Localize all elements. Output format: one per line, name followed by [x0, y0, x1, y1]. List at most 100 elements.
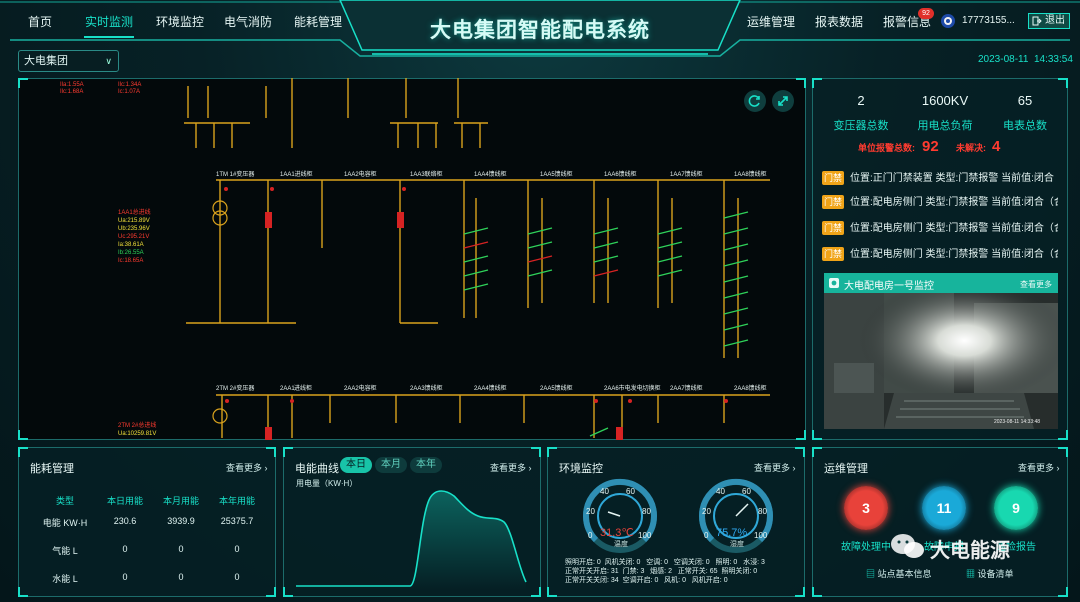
alarm-item[interactable]: 门禁位置:配电房侧门 类型:门禁报警 当前值:闭合（合...	[822, 219, 1058, 237]
user-phone: 17773155...	[962, 15, 1015, 26]
svg-text:80: 80	[642, 507, 651, 516]
env-status-line: 正常开关开启: 31 门禁: 3 烟感: 2 正常开关: 65 照明关闭: 0	[565, 568, 758, 575]
energy-header-year: 本年用能	[218, 496, 255, 506]
energy-more-link[interactable]: 查看更多 ›	[226, 463, 268, 473]
reading-ib: Ib:26.55A	[118, 250, 144, 256]
cabinet-label-2aa2: 2AA2电容柜	[344, 384, 377, 392]
refresh-button[interactable]	[744, 90, 766, 112]
faults-processing-count[interactable]: 3	[844, 486, 888, 530]
fullscreen-button[interactable]	[772, 90, 794, 112]
ops-more-link[interactable]: 查看更多 ›	[1018, 463, 1060, 473]
nav-energy[interactable]: 能耗管理	[294, 15, 343, 29]
environment-title: 环境监控	[559, 463, 603, 475]
datetime: 2023-08-11 14:33:54	[978, 54, 1073, 65]
total-load-label: 用电总负荷	[917, 120, 973, 132]
energy-header-day: 本日用能	[106, 496, 143, 506]
logout-button[interactable]: 退出	[1028, 13, 1070, 29]
reading-top-2: Ilc:1.68A	[60, 89, 83, 95]
camera-icon	[829, 278, 839, 288]
site-info-link[interactable]: ▤ 站点基本信息	[866, 567, 932, 580]
cabinet-label-1aa7: 1AA7馈线柜	[670, 170, 703, 178]
energy-header-type: 类型	[55, 496, 74, 506]
nav-reports[interactable]: 报表数据	[814, 15, 863, 29]
device-list-label: 设备清单	[977, 569, 1014, 579]
document-icon: ▤	[866, 569, 876, 579]
power-curve-line	[296, 490, 527, 587]
temperature-label: 温度	[614, 539, 628, 548]
site-info-label: 站点基本信息	[877, 569, 932, 579]
alarm-text: 位置:配电房侧门 类型:门禁报警 当前值:闭合（合...	[850, 197, 1058, 208]
tab-month[interactable]: 本月	[375, 457, 407, 473]
temperature-value: 31.3℃	[600, 527, 634, 539]
company-select[interactable]: 大电集团 ∨	[18, 50, 119, 72]
reading-top-4: Ic:1.07A	[118, 89, 140, 95]
unresolved-label: 未解决:	[956, 143, 986, 153]
energy-cell: 电能 KW·H	[42, 518, 88, 528]
nav-environment[interactable]: 环境监控	[156, 15, 205, 29]
reading-ic: Ic:18.65A	[118, 258, 143, 264]
svg-text:100: 100	[638, 531, 652, 540]
camera-feed[interactable]: 2023-08-11 14:33:48	[824, 293, 1058, 429]
cabinet-label-1aa1: 1AA1进线柜	[280, 170, 313, 178]
camera-timestamp: 2023-08-11 14:33:48	[994, 419, 1040, 425]
tab-day[interactable]: 本日	[340, 457, 372, 473]
tab-year[interactable]: 本年	[410, 457, 442, 473]
cabinet-label-2aa3: 2AA3馈线柜	[410, 384, 443, 392]
faults-reported-count[interactable]: 11	[922, 486, 966, 530]
energy-cell: 3939.9	[167, 516, 195, 526]
env-status-line: 照明开启: 0 风机关闭: 0 空调: 0 空调关闭: 0 照明: 0 水浸: …	[565, 559, 765, 566]
nav-home[interactable]: 首页	[27, 15, 52, 29]
reading-ub: Ub:235.96V	[118, 226, 150, 232]
curve-more-link[interactable]: 查看更多 ›	[490, 463, 532, 473]
alarm-text: 位置:正门门禁装置 类型:门禁报警 当前值:闭合（...	[850, 173, 1058, 184]
temperature-gauge: 40 60 20 80 0 100 31.3℃ 温度	[583, 479, 657, 553]
cabinet-label-2aa8: 2AA8馈线柜	[734, 384, 767, 392]
svg-text:0: 0	[704, 531, 709, 540]
environment-more-link[interactable]: 查看更多 ›	[754, 463, 796, 473]
header-frame	[0, 0, 1080, 57]
curve-title: 电能曲线	[295, 463, 339, 475]
nav-active-underline	[84, 36, 134, 38]
energy-title: 能耗管理	[30, 463, 74, 475]
total-load: 1600KV	[921, 93, 969, 108]
nav-alarms[interactable]: 报警信息	[882, 15, 931, 29]
logout-label: 退出	[1045, 15, 1065, 26]
nav-fire[interactable]: 电气消防	[224, 15, 273, 29]
alarm-tag: 门禁	[822, 221, 844, 236]
svg-text:60: 60	[626, 487, 635, 496]
nav-realtime[interactable]: 实时监测	[84, 15, 133, 29]
inspection-reports-count[interactable]: 9	[994, 486, 1038, 530]
bottom-left-reading: Ua:10259.81V	[118, 431, 156, 437]
device-list-link[interactable]: ▦ 设备清单	[966, 567, 1014, 580]
transformer-count-label: 变压器总数	[833, 120, 889, 132]
energy-panel	[18, 447, 276, 597]
svg-text:20: 20	[586, 507, 595, 516]
energy-header-month: 本月用能	[162, 496, 199, 506]
cabinet-label-2aa1: 2AA1	[280, 386, 295, 392]
camera-snapshot: 2023-08-11 14:33:48	[824, 293, 1058, 429]
power-curve	[296, 490, 527, 590]
env-status-line: 正常开关关闭: 34 空调开启: 0 风机: 0 风机开启: 0	[565, 577, 728, 584]
cabinet-label-1aa5: 1AA5馈线柜	[540, 170, 573, 178]
curve-unit: 用电量（KW·H）	[296, 479, 358, 488]
camera-more-link[interactable]: 查看更多	[1020, 280, 1052, 289]
humidity-label: 湿度	[730, 539, 744, 548]
power-curve-area	[296, 491, 526, 590]
alarm-item[interactable]: 门禁位置:正门门禁装置 类型:门禁报警 当前值:闭合（...	[822, 169, 1058, 187]
energy-cell: 0	[122, 544, 128, 554]
energy-cell: 0	[178, 544, 184, 554]
user-avatar-icon[interactable]	[940, 13, 956, 29]
logout-icon	[1032, 16, 1042, 26]
alarm-item[interactable]: 门禁位置:配电房侧门 类型:门禁报警 当前值:闭合（合...	[822, 193, 1058, 211]
alarm-item[interactable]: 门禁位置:配电房侧门 类型:门禁报警 当前值:闭合（合...	[822, 245, 1058, 263]
watermark-text: 大电能源	[930, 540, 1010, 562]
cabinet-label-2aa7: 2AA7馈线柜	[670, 384, 703, 392]
reading-ia: Ia:38.61A	[118, 242, 144, 248]
nav-ops[interactable]: 运维管理	[746, 15, 795, 29]
reading-top-1: Ila:1.55A	[60, 82, 84, 88]
energy-cell: 0	[234, 572, 240, 582]
alarm-total: 92	[922, 138, 939, 155]
transformer-count: 2	[857, 93, 865, 108]
cabinet-label-2aa1-type: 进线柜	[294, 384, 312, 392]
cabinet-label-1aa2: 1AA2电容柜	[344, 170, 377, 178]
